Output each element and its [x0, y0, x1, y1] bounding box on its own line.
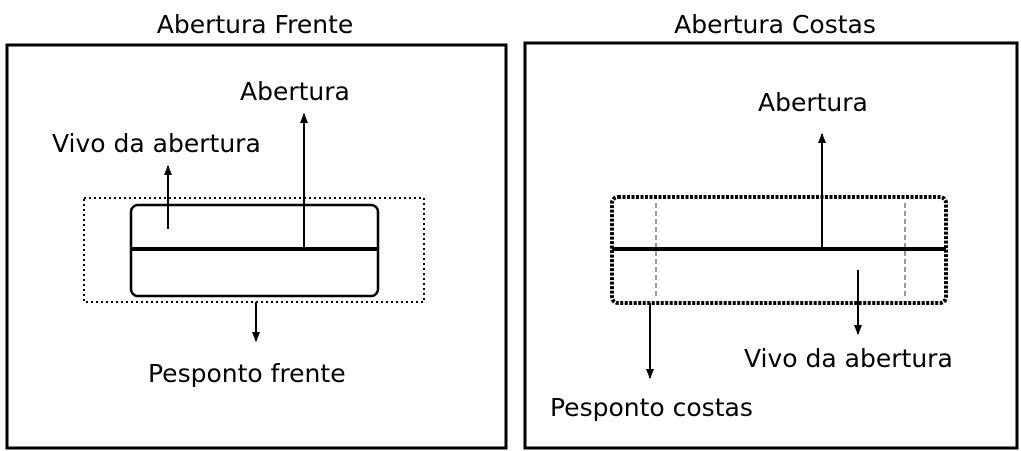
front-stitch-label: Pesponto frente	[148, 359, 346, 388]
back-frame	[523, 41, 1019, 450]
front-frame	[5, 43, 508, 450]
back-panel: Abertura Costas Abertura Vivo da abertur…	[523, 10, 1019, 450]
back-stitch-label: Pesponto costas	[550, 393, 753, 422]
front-stitch-outline	[83, 197, 425, 303]
back-title: Abertura Costas	[674, 10, 876, 39]
front-title: Abertura Frente	[157, 10, 354, 39]
front-welt-label: Vivo da abertura	[52, 129, 261, 158]
front-panel: Abertura Frente Abertura Vivo da abertur…	[5, 10, 508, 450]
back-opening-label: Abertura	[758, 88, 868, 117]
front-opening-label: Abertura	[240, 77, 350, 106]
back-welt-label: Vivo da abertura	[744, 344, 953, 373]
